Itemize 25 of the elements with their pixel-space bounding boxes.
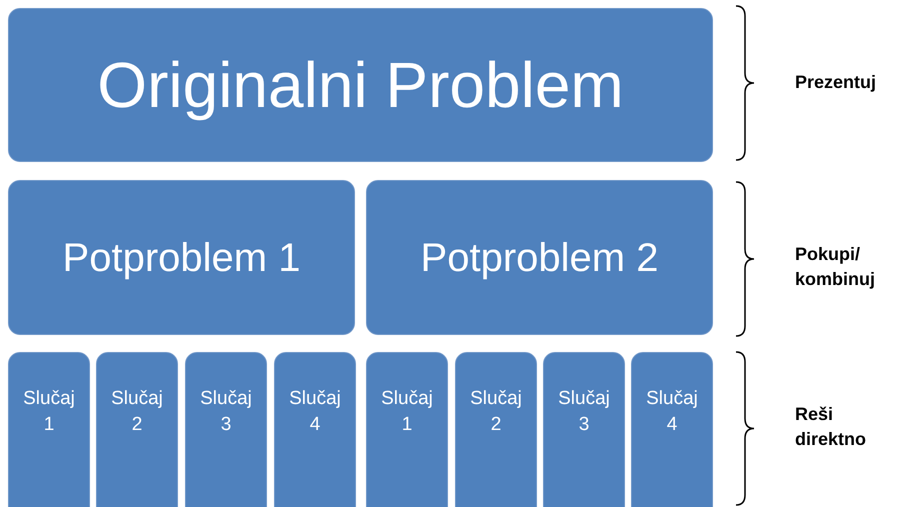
brace-label: Prezentuj xyxy=(795,71,878,94)
process-box xyxy=(543,352,625,507)
box-text: Slučaj 1 xyxy=(22,387,76,437)
box-text: Slučaj 2 xyxy=(110,387,164,437)
brace-label: Reši direktno xyxy=(795,403,868,452)
process-box xyxy=(631,352,713,507)
box-text: Slučaj 1 xyxy=(380,387,434,437)
box-text: Slučaj 2 xyxy=(469,387,523,437)
box-text: Potproblem 1 xyxy=(62,234,300,282)
process-box xyxy=(366,352,448,507)
process-box xyxy=(8,8,713,162)
box-text: Potproblem 2 xyxy=(420,234,658,282)
brace-label: Pokupi/ kombinuj xyxy=(795,243,876,292)
process-box xyxy=(366,180,713,335)
process-box xyxy=(8,352,90,507)
process-box xyxy=(8,180,355,335)
process-box xyxy=(185,352,267,507)
box-text: Slučaj 3 xyxy=(557,387,611,437)
process-box xyxy=(96,352,178,507)
box-text: Originalni Problem xyxy=(97,48,624,123)
box-text: Slučaj 4 xyxy=(645,387,699,437)
process-box xyxy=(274,352,356,507)
process-box xyxy=(455,352,537,507)
box-text: Slučaj 4 xyxy=(288,387,342,437)
box-text: Slučaj 3 xyxy=(199,387,253,437)
